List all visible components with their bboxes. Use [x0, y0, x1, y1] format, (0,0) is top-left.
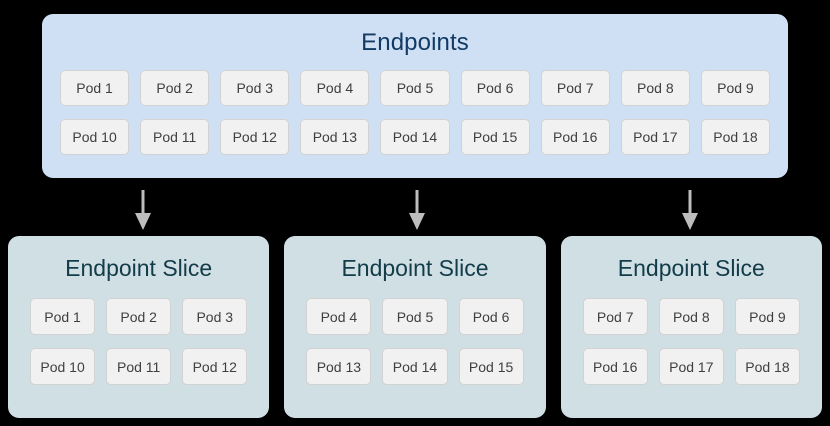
pod-chip: Pod 16: [582, 348, 648, 385]
pod-chip: Pod 14: [382, 348, 448, 385]
slice-pod-row-1: Pod 7 Pod 8 Pod 9: [582, 298, 800, 335]
pod-chip: Pod 2: [140, 70, 210, 106]
slice-pod-row-1: Pod 1 Pod 2 Pod 3: [30, 298, 248, 335]
pod-chip: Pod 7: [582, 298, 648, 335]
pod-chip: Pod 3: [182, 298, 248, 335]
endpoint-slice-3: Endpoint Slice Pod 7 Pod 8 Pod 9 Pod 16 …: [560, 236, 822, 418]
pod-chip: Pod 11: [106, 348, 172, 385]
pod-chip: Pod 15: [460, 119, 530, 155]
pod-chip: Pod 3: [220, 70, 290, 106]
endpoint-slices-row: Endpoint Slice Pod 1 Pod 2 Pod 3 Pod 10 …: [8, 236, 822, 418]
endpoints-title: Endpoints: [361, 29, 469, 56]
arrow-down-icon: [135, 190, 151, 230]
endpoints-pod-row-2: Pod 10 Pod 11 Pod 12 Pod 13 Pod 14 Pod 1…: [60, 119, 770, 155]
pod-chip: Pod 6: [460, 70, 530, 106]
slice-pod-row-2: Pod 16 Pod 17 Pod 18: [582, 348, 800, 385]
pod-chip: Pod 1: [60, 70, 130, 106]
endpoint-slice-1: Endpoint Slice Pod 1 Pod 2 Pod 3 Pod 10 …: [8, 236, 270, 418]
slice-pod-row-2: Pod 10 Pod 11 Pod 12: [30, 348, 248, 385]
endpoint-slice-2: Endpoint Slice Pod 4 Pod 5 Pod 6 Pod 13 …: [284, 236, 546, 418]
pod-chip: Pod 12: [220, 119, 290, 155]
pod-chip: Pod 13: [300, 119, 370, 155]
pod-chip: Pod 9: [700, 70, 770, 106]
pod-chip: Pod 12: [182, 348, 248, 385]
slice-pod-row-1: Pod 4 Pod 5 Pod 6: [306, 298, 524, 335]
arrow-down-icon: [682, 190, 698, 230]
endpoint-slice-title: Endpoint Slice: [65, 255, 213, 281]
arrow-down-icon: [409, 190, 425, 230]
pod-chip: Pod 14: [380, 119, 450, 155]
pod-chip: Pod 5: [380, 70, 450, 106]
pod-chip: Pod 4: [300, 70, 370, 106]
pod-chip: Pod 6: [458, 298, 524, 335]
endpoint-slice-3-pod-grid: Pod 7 Pod 8 Pod 9 Pod 16 Pod 17 Pod 18: [582, 298, 800, 385]
pod-chip: Pod 8: [620, 70, 690, 106]
pod-chip: Pod 8: [658, 298, 724, 335]
pod-chip: Pod 9: [734, 298, 800, 335]
pod-chip: Pod 16: [540, 119, 610, 155]
pod-chip: Pod 1: [30, 298, 96, 335]
pod-chip: Pod 17: [620, 119, 690, 155]
pod-chip: Pod 11: [140, 119, 210, 155]
endpoint-slice-1-pod-grid: Pod 1 Pod 2 Pod 3 Pod 10 Pod 11 Pod 12: [30, 298, 248, 385]
pod-chip: Pod 4: [306, 298, 372, 335]
pod-chip: Pod 10: [30, 348, 96, 385]
pod-chip: Pod 18: [734, 348, 800, 385]
pod-chip: Pod 7: [540, 70, 610, 106]
pod-chip: Pod 15: [458, 348, 524, 385]
pod-chip: Pod 5: [382, 298, 448, 335]
slice-pod-row-2: Pod 13 Pod 14 Pod 15: [306, 348, 524, 385]
pod-chip: Pod 18: [700, 119, 770, 155]
pod-chip: Pod 13: [306, 348, 372, 385]
pod-chip: Pod 2: [106, 298, 172, 335]
endpoint-slice-title: Endpoint Slice: [617, 255, 765, 281]
pod-chip: Pod 17: [658, 348, 724, 385]
pod-chip: Pod 10: [60, 119, 130, 155]
endpoints-pod-grid: Pod 1 Pod 2 Pod 3 Pod 4 Pod 5 Pod 6 Pod …: [60, 70, 770, 155]
endpoints-container: Endpoints Pod 1 Pod 2 Pod 3 Pod 4 Pod 5 …: [42, 14, 788, 178]
endpoint-slice-2-pod-grid: Pod 4 Pod 5 Pod 6 Pod 13 Pod 14 Pod 15: [306, 298, 524, 385]
endpoints-pod-row-1: Pod 1 Pod 2 Pod 3 Pod 4 Pod 5 Pod 6 Pod …: [60, 70, 770, 106]
endpoint-slice-title: Endpoint Slice: [341, 255, 489, 281]
